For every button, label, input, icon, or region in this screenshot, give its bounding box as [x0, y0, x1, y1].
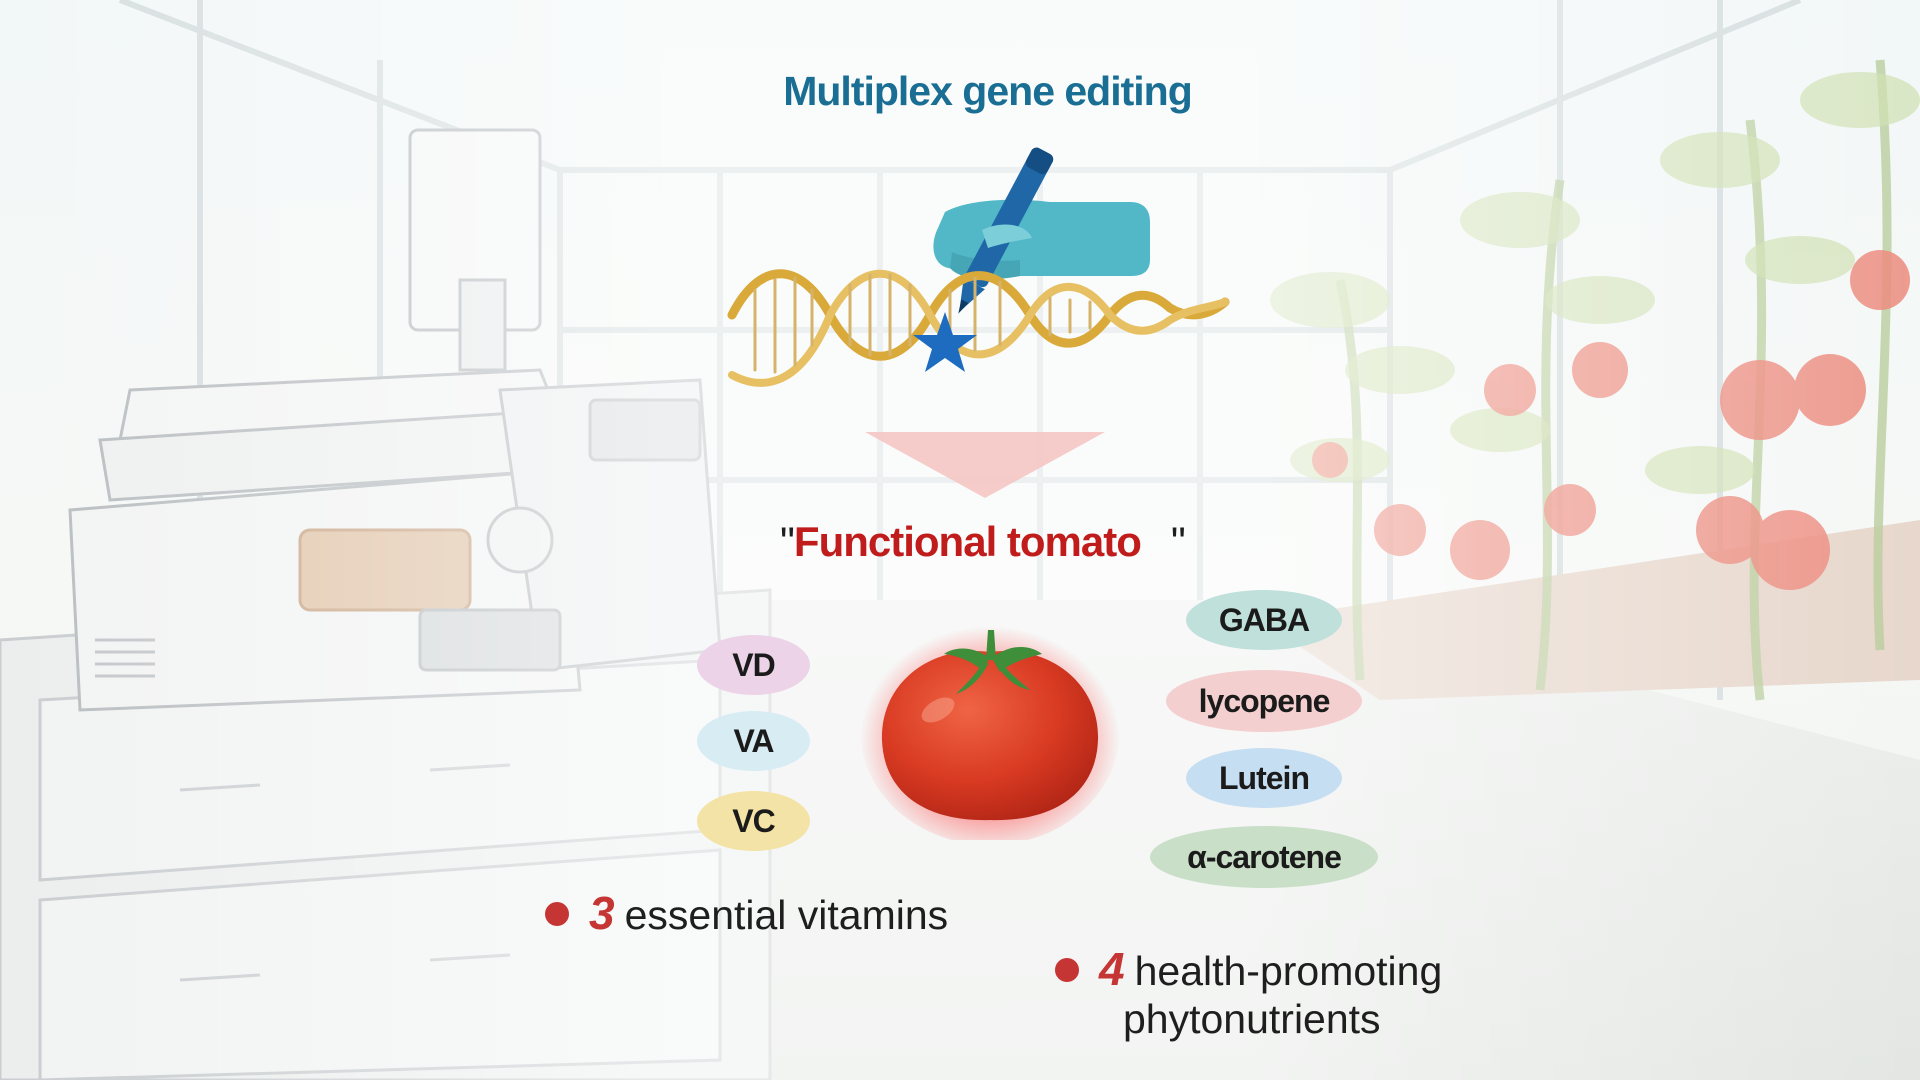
- tomato-icon: [860, 615, 1120, 840]
- down-arrow-icon: [865, 432, 1105, 498]
- vitamin-pill-vc: VC: [697, 791, 810, 851]
- product-name: Functional tomato: [793, 518, 1142, 565]
- product-label: "Functional tomato": [780, 518, 1186, 566]
- vitamin-count: 3: [589, 887, 615, 939]
- phyto-pill-lutein: Lutein: [1186, 748, 1342, 808]
- phyto-text-line1: health-promoting: [1134, 948, 1443, 994]
- quote-open: ": [780, 518, 795, 565]
- dna-helix-icon: [727, 269, 1230, 387]
- vitamin-text: essential vitamins: [624, 892, 949, 938]
- phyto-count: 4: [1099, 943, 1125, 995]
- phyto-pill-alpha-carotene: α-carotene: [1150, 826, 1378, 888]
- vitamin-pill-va: VA: [697, 711, 810, 771]
- phyto-pill-gaba: GABA: [1186, 590, 1342, 650]
- hand-writing-pen-icon: [933, 147, 1150, 314]
- diagram-title: Multiplex gene editing: [783, 68, 1193, 114]
- phyto-text-line2: phytonutrients: [1123, 996, 1381, 1042]
- quote-close: ": [1170, 518, 1186, 565]
- vitamin-pill-vd: VD: [697, 635, 810, 695]
- phyto-pill-lycopene: lycopene: [1166, 670, 1362, 732]
- bullet-dot: [545, 902, 569, 927]
- bullet-dot: [1055, 958, 1079, 983]
- edit-star-icon: [913, 312, 977, 372]
- editing-illustration: [727, 147, 1230, 498]
